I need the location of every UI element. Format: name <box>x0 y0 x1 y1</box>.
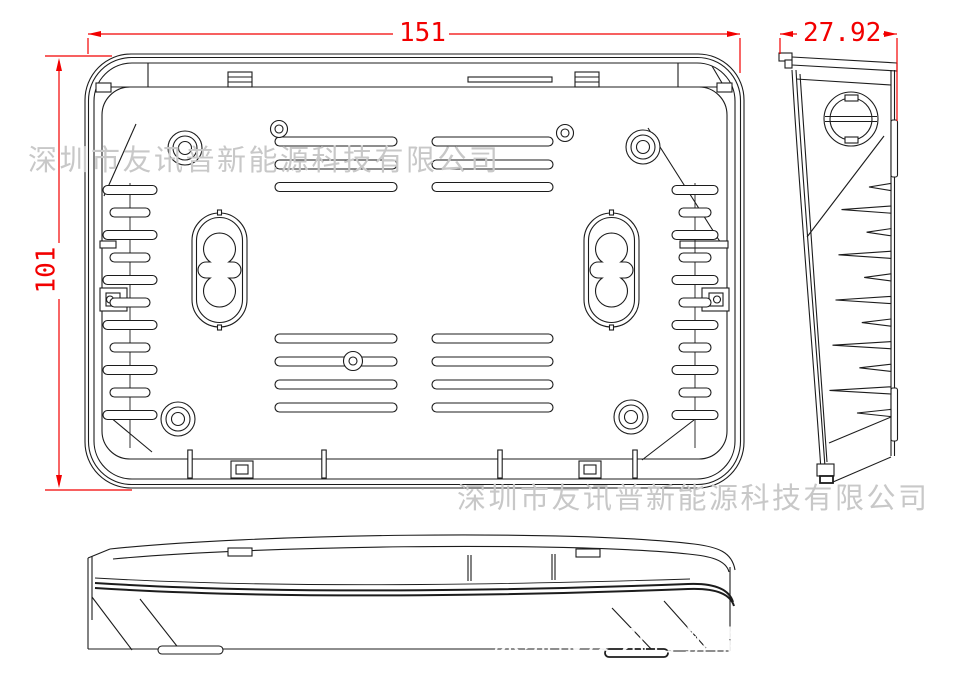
right-vent-fins <box>671 184 719 421</box>
depth-dimension-label: 27.92 <box>801 18 884 48</box>
side-vent-fins <box>829 182 892 418</box>
bottom-edge-ticks <box>187 449 638 479</box>
left-vent-fins <box>102 184 158 421</box>
height-dimension <box>45 55 132 491</box>
keyhole-mount-slots <box>191 209 640 331</box>
bottom-view-drawing <box>87 534 736 658</box>
screw-bosses <box>160 129 661 437</box>
height-dimension-label: 101 <box>31 246 62 296</box>
side-view-drawing <box>778 52 899 484</box>
center-vent-slots <box>274 136 554 413</box>
dimension-annotations <box>45 31 898 491</box>
back-view-drawing <box>84 53 745 489</box>
pilot-holes <box>269 119 575 372</box>
cable-hole <box>823 91 879 147</box>
width-dimension <box>87 31 741 73</box>
depth-dimension <box>779 31 898 121</box>
width-dimension-label: 151 <box>397 18 448 48</box>
